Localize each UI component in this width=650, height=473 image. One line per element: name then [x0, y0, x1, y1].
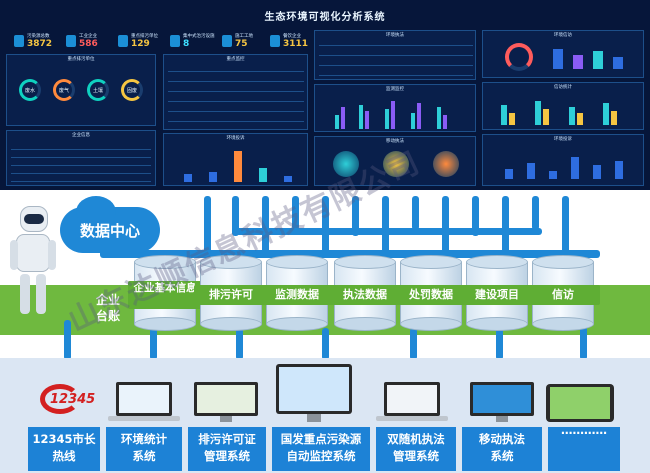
- gauge-icon: [383, 151, 409, 177]
- monitor-icon: [466, 382, 538, 426]
- db-enforcement-data[interactable]: 执法数据: [328, 255, 402, 331]
- kpi-industrial[interactable]: 工业企业 586: [66, 33, 114, 51]
- systems-strip: 12345 12345市长热线 环境统计系统 排污许可证管理系统 国发: [0, 358, 650, 473]
- dashboard-title: 生态环境可视化分析系统: [264, 12, 386, 23]
- crane-icon: [222, 35, 232, 47]
- db-construction-projects[interactable]: 建设项目: [460, 255, 534, 331]
- system-auto-monitoring[interactable]: 国发重点污染源自动监控系统: [272, 427, 370, 471]
- db-monitoring-data[interactable]: 监测数据: [260, 255, 334, 331]
- panel-enterprise-table[interactable]: 企业信息: [6, 130, 156, 186]
- donut-chart: [505, 43, 533, 71]
- panel-mobile-enforcement[interactable]: 移动执法: [314, 136, 476, 186]
- kpi-key-units[interactable]: 重点排污单位 129: [118, 33, 166, 51]
- system-12345-hotline[interactable]: 12345市长热线: [28, 427, 100, 471]
- system-environment-statistics[interactable]: 环境统计系统: [106, 427, 182, 471]
- system-discharge-permit[interactable]: 排污许可证管理系统: [188, 427, 266, 471]
- facility-icon: [170, 35, 180, 47]
- panel-monitoring-chart[interactable]: 监测监控: [314, 84, 476, 132]
- factory-icon: [66, 35, 76, 47]
- panel-complaint-chart[interactable]: 环境投诉: [163, 133, 308, 186]
- panel-petition-stats[interactable]: 信访统计: [482, 82, 644, 130]
- db-enterprise-info[interactable]: 企业基本信息: [128, 255, 202, 331]
- enterprise-ledger-label: 企业 台账: [95, 293, 120, 323]
- kpi-pollution-sources[interactable]: 污染源总数 3872: [14, 33, 62, 51]
- monitor-icon: [190, 382, 262, 426]
- db-penalty-data[interactable]: 处罚数据: [394, 255, 468, 331]
- system-more[interactable]: …………: [548, 423, 620, 471]
- db-petitions[interactable]: 信访: [526, 255, 600, 331]
- data-center-label: 数据中心: [79, 222, 140, 240]
- gauge-icon: [433, 151, 459, 177]
- panel-petition[interactable]: 环境信访: [482, 30, 644, 78]
- panel-key-monitoring[interactable]: 重点监控: [163, 54, 308, 130]
- panel-key-units[interactable]: 重点排污单位 废水 废气 土壤 固废: [6, 54, 156, 126]
- kpi-construction[interactable]: 施工工地 75: [222, 33, 270, 51]
- kpi-restaurants[interactable]: 餐饮企业 3111: [270, 33, 318, 51]
- monitor-icon: [274, 364, 354, 426]
- laptop-icon: [108, 382, 180, 424]
- ring-water: 废水: [19, 79, 41, 101]
- restaurant-icon: [270, 35, 280, 47]
- building-icon: [118, 35, 128, 47]
- gauge-icon: [333, 151, 359, 177]
- system-mobile-enforcement[interactable]: 移动执法系统: [462, 427, 542, 471]
- kpi-treatment-facilities[interactable]: 集中式治污设施 8: [170, 33, 218, 51]
- ring-air: 废气: [53, 79, 75, 101]
- robot-icon: [10, 200, 56, 320]
- hotline-12345-logo: 12345: [36, 380, 96, 420]
- dashboard-screen: 生态环境可视化分析系统 污染源总数 3872 工业企业 586 重点排污单位 1…: [0, 0, 650, 190]
- panel-monitor-bars[interactable]: 环境投诉: [482, 134, 644, 186]
- db-discharge-permit[interactable]: 排污许可: [194, 255, 268, 331]
- chart-icon: [14, 35, 24, 47]
- panel-enforcement[interactable]: 环境执法: [314, 30, 476, 80]
- tablet-icon: [546, 384, 614, 424]
- ring-soil: 土壤: [87, 79, 109, 101]
- system-double-random-enforcement[interactable]: 双随机执法管理系统: [376, 427, 456, 471]
- ring-solid-waste: 固废: [121, 79, 143, 101]
- cloud-icon: [76, 196, 116, 228]
- laptop-icon: [376, 382, 448, 424]
